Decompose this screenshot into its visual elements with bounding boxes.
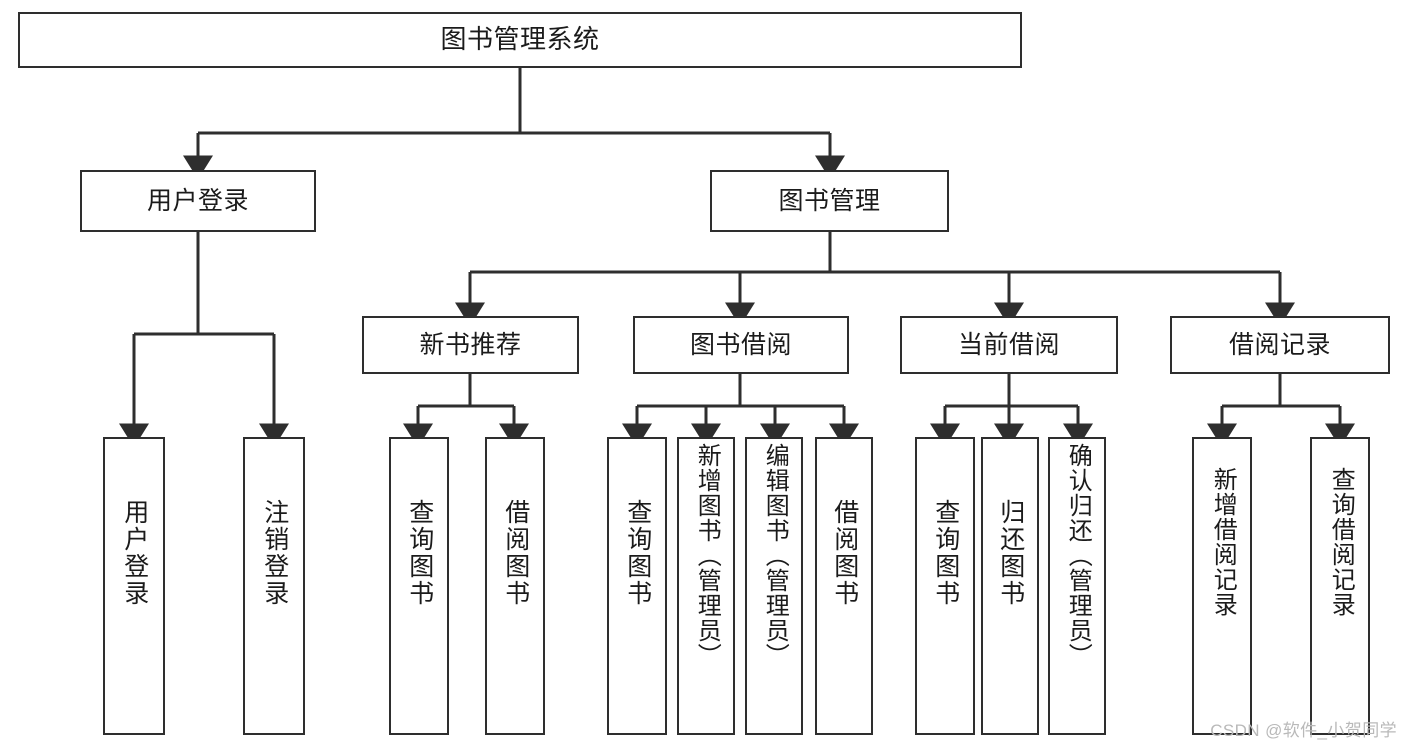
leaf-query-book-3-label: 查询图书 xyxy=(931,499,960,607)
leaf-return-book-label: 归还图书 xyxy=(996,499,1025,607)
leaf-query-book-1[interactable]: 查询图书 xyxy=(389,437,449,735)
leaf-user-login[interactable]: 用户登录 xyxy=(103,437,165,735)
node-user-login[interactable]: 用户登录 xyxy=(80,170,316,232)
csdn-watermark: CSDN @软件_小贺同学 xyxy=(1210,721,1397,740)
leaf-borrow-book-1[interactable]: 借阅图书 xyxy=(485,437,545,735)
leaf-user-login-label: 用户登录 xyxy=(120,499,149,607)
node-new-book-rec-label: 新书推荐 xyxy=(419,331,522,359)
leaf-add-book[interactable]: 新增图书（管理员） xyxy=(677,437,735,735)
node-book-manage-label: 图书管理 xyxy=(778,187,881,215)
leaf-borrow-book-2-label: 借阅图书 xyxy=(830,499,859,607)
leaf-query-book-2-label: 查询图书 xyxy=(623,499,652,607)
node-current-borrow-label: 当前借阅 xyxy=(957,331,1060,359)
node-book-borrow[interactable]: 图书借阅 xyxy=(633,316,849,374)
leaf-add-book-label: 新增图书（管理员） xyxy=(693,443,721,668)
leaf-borrow-book-2[interactable]: 借阅图书 xyxy=(815,437,873,735)
node-borrow-record[interactable]: 借阅记录 xyxy=(1170,316,1390,374)
leaf-confirm-return-label: 确认归还（管理员） xyxy=(1064,443,1092,668)
node-root[interactable]: 图书管理系统 xyxy=(18,12,1022,68)
node-book-manage[interactable]: 图书管理 xyxy=(710,170,949,232)
node-current-borrow[interactable]: 当前借阅 xyxy=(900,316,1118,374)
leaf-query-record-label: 查询借阅记录 xyxy=(1327,467,1355,617)
leaf-query-record[interactable]: 查询借阅记录 xyxy=(1310,437,1370,735)
leaf-borrow-book-1-label: 借阅图书 xyxy=(501,499,530,607)
node-book-borrow-label: 图书借阅 xyxy=(689,331,792,359)
node-root-label: 图书管理系统 xyxy=(440,24,600,55)
leaf-return-book[interactable]: 归还图书 xyxy=(981,437,1039,735)
node-user-login-label: 用户登录 xyxy=(146,187,249,215)
leaf-edit-book-label: 编辑图书（管理员） xyxy=(761,443,789,668)
leaf-query-book-2[interactable]: 查询图书 xyxy=(607,437,667,735)
leaf-logout-login[interactable]: 注销登录 xyxy=(243,437,305,735)
leaf-query-book-1-label: 查询图书 xyxy=(405,499,434,607)
node-new-book-rec[interactable]: 新书推荐 xyxy=(362,316,579,374)
leaf-add-record[interactable]: 新增借阅记录 xyxy=(1192,437,1252,735)
leaf-add-record-label: 新增借阅记录 xyxy=(1209,467,1237,617)
node-borrow-record-label: 借阅记录 xyxy=(1228,331,1331,359)
leaf-edit-book[interactable]: 编辑图书（管理员） xyxy=(745,437,803,735)
leaf-query-book-3[interactable]: 查询图书 xyxy=(915,437,975,735)
leaf-logout-login-label: 注销登录 xyxy=(260,499,289,607)
leaf-confirm-return[interactable]: 确认归还（管理员） xyxy=(1048,437,1106,735)
